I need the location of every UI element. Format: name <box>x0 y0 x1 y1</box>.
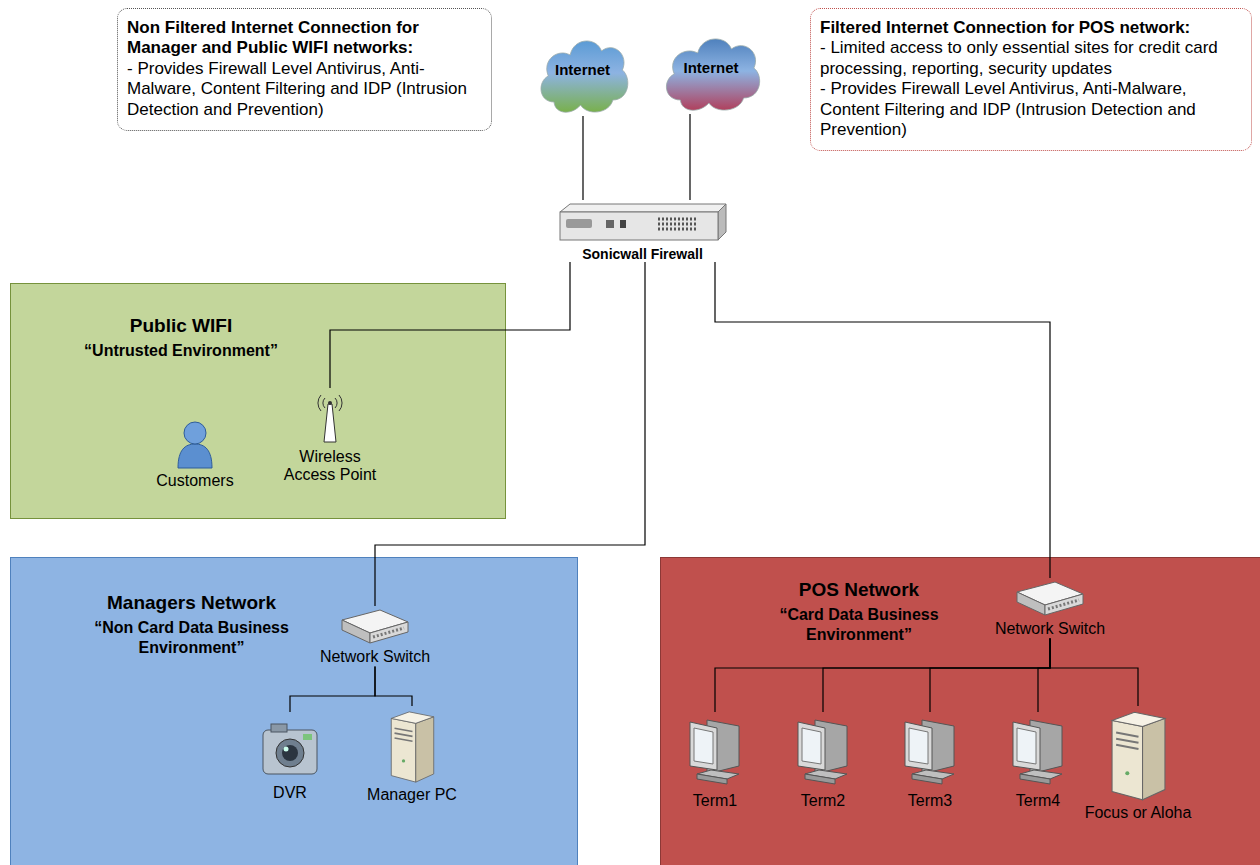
network-cable <box>930 638 1050 712</box>
internet-cloud: Internet <box>660 28 762 114</box>
device-label: Manager PC <box>362 786 462 804</box>
internet-cloud: Internet <box>535 30 630 116</box>
device-graphic <box>388 710 437 784</box>
device-graphic <box>1010 716 1066 790</box>
network-zone: Managers Network “Non Card Data Business … <box>10 557 578 865</box>
network-switch: Network Switch <box>310 606 440 666</box>
device-label: Term4 <box>993 792 1083 810</box>
device-label: Wireless Access Point <box>280 448 380 485</box>
device-label: Network Switch <box>985 620 1115 638</box>
note-box: Filtered Internet Connection for POS net… <box>810 8 1252 151</box>
zone-subtitle: “Non Card Data Business Environment” <box>79 618 304 658</box>
network-cable <box>1038 638 1050 712</box>
note-heading: Non Filtered Internet Connection for Man… <box>127 18 482 59</box>
pos-terminal: Term3 <box>885 712 975 810</box>
note-text: - Provides Firewall Level Antivirus, Ant… <box>820 79 1242 140</box>
device-icon <box>310 606 440 646</box>
customer-icon: Customers <box>140 418 250 490</box>
device-graphic <box>340 608 410 646</box>
device-label: Term2 <box>778 792 868 810</box>
zone-subtitle: “Untrusted Environment” <box>61 341 301 361</box>
device-graphic <box>558 202 728 244</box>
device-icon <box>993 712 1083 790</box>
device-icon <box>140 418 250 470</box>
device-label: DVR <box>245 784 335 802</box>
device-label: Term3 <box>885 792 975 810</box>
device-icon <box>985 578 1115 618</box>
device-label: Term1 <box>670 792 760 810</box>
device-graphic <box>175 420 215 470</box>
network-zone: POS Network “Card Data Business Environme… <box>660 557 1260 865</box>
pos-terminal: Term1 <box>670 712 760 810</box>
device-icon <box>1083 706 1193 802</box>
network-cable <box>1050 638 1138 706</box>
device-icon <box>778 712 868 790</box>
zone-subtitle: “Card Data Business Environment” <box>769 605 949 645</box>
network-cable <box>290 666 375 712</box>
zone-title: Public WIFI <box>61 314 301 338</box>
device-label: Network Switch <box>310 648 440 666</box>
cloud-label: Internet <box>555 61 610 78</box>
device-graphic <box>1108 710 1169 802</box>
access-point: Wireless Access Point <box>280 388 380 485</box>
note-box: Non Filtered Internet Connection for Man… <box>117 8 492 131</box>
device-graphic <box>687 716 743 790</box>
zone-header: Managers Network “Non Card Data Business … <box>79 591 304 658</box>
dvr-camera: DVR <box>245 712 335 802</box>
device-icon <box>885 712 975 790</box>
network-cable <box>330 262 570 388</box>
device-graphic <box>795 716 851 790</box>
server-tower: Focus or Aloha <box>1083 706 1193 822</box>
network-cable <box>375 666 412 706</box>
pos-terminal: Term4 <box>993 712 1083 810</box>
note-text: - Provides Firewall Level Antivirus, Ant… <box>127 59 482 120</box>
device-graphic <box>259 716 321 782</box>
zone-header: Public WIFI “Untrusted Environment” <box>61 314 301 361</box>
firewall-device: Sonicwall Firewall <box>555 200 730 262</box>
device-label: Focus or Aloha <box>1083 804 1193 822</box>
server-tower: Manager PC <box>362 706 462 804</box>
network-cable <box>715 638 1050 712</box>
zone-title: Managers Network <box>79 591 304 615</box>
device-icon <box>280 388 380 446</box>
network-cable <box>582 116 583 200</box>
network-zone: Public WIFI “Untrusted Environment” Custom… <box>10 283 506 519</box>
zone-title: POS Network <box>769 578 949 602</box>
device-graphic <box>1015 580 1085 618</box>
device-label: Sonicwall Firewall <box>555 246 730 262</box>
pos-terminal: Term2 <box>778 712 868 810</box>
device-graphic <box>315 390 345 446</box>
note-text: - Limited access to only essential sites… <box>820 38 1242 79</box>
device-icon <box>670 712 760 790</box>
device-icon <box>245 712 335 782</box>
network-switch: Network Switch <box>985 578 1115 638</box>
network-cable <box>375 262 645 606</box>
device-graphic <box>902 716 958 790</box>
device-label: Customers <box>140 472 250 490</box>
device-icon <box>555 200 730 244</box>
network-cable <box>715 262 1050 578</box>
device-icon <box>362 706 462 784</box>
network-cable <box>823 638 1050 712</box>
network-cable <box>689 114 690 200</box>
cloud-label: Internet <box>683 59 738 76</box>
zone-header: POS Network “Card Data Business Environme… <box>769 578 949 645</box>
note-heading: Filtered Internet Connection for POS net… <box>820 18 1242 38</box>
